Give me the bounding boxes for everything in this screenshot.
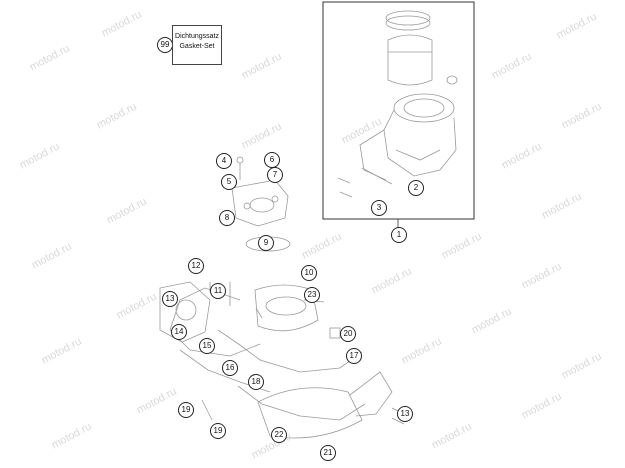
callout-14: 14 [171, 324, 187, 340]
callout-4: 4 [216, 153, 232, 169]
callout-16: 16 [222, 360, 238, 376]
callout-15: 15 [199, 338, 215, 354]
callout-6: 6 [264, 152, 280, 168]
callout-9: 9 [258, 235, 274, 251]
callout-2: 2 [408, 180, 424, 196]
callout-11: 11 [210, 283, 226, 299]
callout-19: 19 [210, 423, 226, 439]
callout-1: 1 [391, 227, 407, 243]
callout-7: 7 [267, 167, 283, 183]
callout-5: 5 [221, 174, 237, 190]
callout-10: 10 [301, 265, 317, 281]
gasket-set-label-en: Gasket-Set [179, 43, 215, 50]
callout-8: 8 [219, 210, 235, 226]
callout-18: 18 [248, 374, 264, 390]
gasket-set-box: Dichtungssatz Gasket-Set [172, 25, 222, 65]
callout-12: 12 [188, 258, 204, 274]
callout-99: 99 [157, 37, 173, 53]
callout-21: 21 [320, 445, 336, 461]
callout-3: 3 [371, 200, 387, 216]
callout-13: 13 [162, 291, 178, 307]
callout-23: 23 [304, 287, 320, 303]
callout-19: 19 [178, 402, 194, 418]
callout-13: 13 [397, 406, 413, 422]
callout-22: 22 [271, 427, 287, 443]
callout-17: 17 [346, 348, 362, 364]
callout-20: 20 [340, 326, 356, 342]
gasket-set-label-de: Dichtungssatz [175, 33, 219, 40]
